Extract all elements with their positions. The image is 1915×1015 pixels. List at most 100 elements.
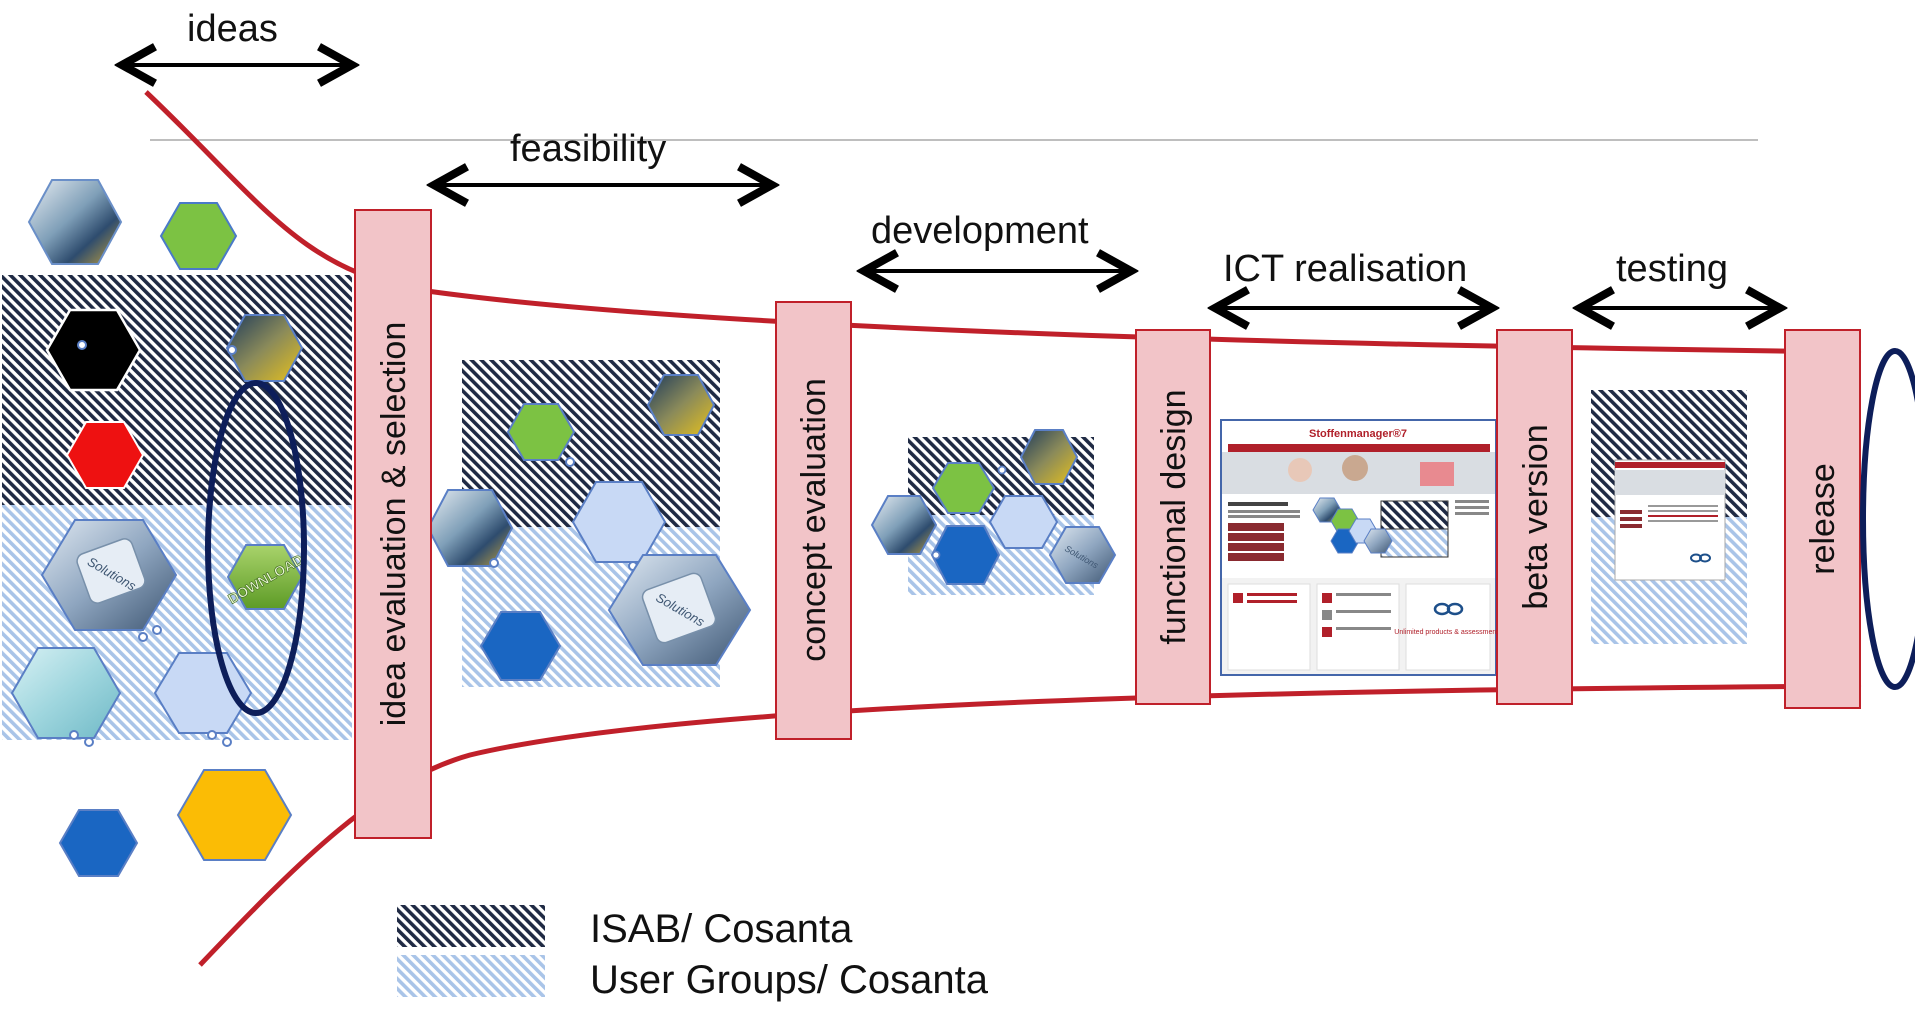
screenshot-person — [1342, 455, 1368, 481]
mini-screenshot-text — [1648, 520, 1718, 522]
screenshot-text — [1228, 502, 1288, 506]
mini-screenshot-text — [1648, 515, 1718, 517]
gate-label-idea-evaluation: idea evaluation & selection — [375, 322, 413, 727]
green-hexagon — [159, 202, 238, 270]
mini-screenshot-infinity — [1699, 553, 1711, 563]
screenshot-icon — [1322, 610, 1332, 620]
phase-label-testing: testing — [1616, 248, 1728, 290]
orange-hexagon — [176, 769, 293, 861]
screenshot-text — [1455, 506, 1489, 509]
screenshot-button — [1228, 523, 1284, 531]
screenshot-topbar — [1222, 421, 1495, 443]
connector-dot — [565, 457, 575, 467]
key-cap — [641, 572, 717, 644]
development-cluster: Solutions — [870, 429, 1117, 595]
mini-screenshot-button — [1620, 517, 1642, 521]
gate-label-functional-design: functional design — [1155, 389, 1193, 644]
isab-hatched-area — [2, 275, 352, 505]
phase-label-feasibility: feasibility — [510, 128, 667, 170]
black-hexagon — [45, 308, 142, 392]
phase-label-ideas: ideas — [187, 8, 278, 50]
connector-dot — [77, 340, 87, 350]
screenshot-text — [1247, 593, 1297, 596]
phase-arrows — [122, 65, 1780, 308]
blue-hexagon — [479, 611, 562, 681]
gates: idea evaluation & selection concept eval… — [354, 209, 1861, 839]
mini-screenshot-text — [1648, 510, 1718, 512]
solutions-hexagon — [1048, 526, 1117, 584]
connector-dot — [69, 730, 79, 740]
testing-cluster — [1591, 390, 1747, 644]
photo-hexagon-welding — [646, 374, 716, 436]
screenshot-icon — [1233, 593, 1243, 603]
water-hexagon — [10, 647, 122, 739]
legend-swatch-user-groups — [397, 955, 545, 997]
connector-dot — [222, 737, 232, 747]
screenshot-brand: Stoffenmanager®7 — [1309, 428, 1407, 440]
screenshot-text — [1455, 500, 1489, 503]
key-cap — [76, 538, 146, 604]
gate-beta-version — [1496, 329, 1573, 705]
photo-hexagon-welding — [1019, 429, 1079, 485]
green-hexagon — [506, 403, 576, 461]
ideas-cluster: DOWNLOAD Solutions — [2, 179, 352, 877]
selection-ellipse — [205, 380, 307, 716]
connector-dot — [997, 465, 1007, 475]
feasibility-cluster: Solutions — [426, 360, 752, 687]
screenshot-person — [1288, 458, 1312, 482]
mini-screenshot-nav — [1615, 462, 1725, 468]
screenshot-button — [1228, 553, 1284, 561]
lightblue-hexagon — [988, 495, 1059, 549]
screenshot-text — [1228, 515, 1300, 518]
blue-hexagon — [58, 809, 139, 877]
screenshot-equipment — [1420, 462, 1454, 486]
mini-screenshot-hero — [1615, 470, 1725, 495]
release-ellipse — [1860, 348, 1915, 690]
gate-functional-design — [1135, 329, 1211, 705]
screenshot-infinity — [1446, 602, 1464, 616]
red-hexagon — [65, 421, 145, 489]
funnel-upper-curve — [144, 90, 1862, 369]
blue-hexagon — [930, 525, 1001, 585]
phase-label-development: development — [871, 210, 1089, 252]
legend-label-isab: ISAB/ Cosanta — [590, 907, 853, 951]
connector-dot — [931, 550, 941, 560]
screenshot-text — [1336, 610, 1391, 613]
screenshot-card — [1405, 583, 1491, 671]
photo-hexagon — [870, 495, 938, 555]
screenshot-button — [1228, 543, 1284, 551]
screenshot-text — [1247, 600, 1297, 603]
gate-release — [1784, 329, 1861, 709]
screenshot-icon — [1322, 593, 1332, 603]
gate-label-release: release — [1804, 463, 1842, 575]
connector-dot — [152, 625, 162, 635]
connector-dot — [489, 558, 499, 568]
legend-label-user-groups: User Groups/ Cosanta — [590, 958, 988, 1002]
gate-concept-evaluation — [775, 301, 852, 740]
photo-hexagon — [27, 179, 123, 265]
connector-dot — [207, 730, 217, 740]
connector-dot — [84, 737, 94, 747]
funnel-lower-curve — [198, 669, 1862, 967]
connector-dot — [227, 345, 237, 355]
mini-screenshot-text — [1648, 505, 1718, 507]
screenshot-hatch-light — [1380, 528, 1449, 558]
screenshot-hatch-dark — [1380, 500, 1449, 530]
screenshot-unlimited: Unlimited products & assessments — [1394, 629, 1502, 636]
screenshot-hexagon — [1363, 528, 1393, 554]
gate-idea-evaluation — [354, 209, 432, 839]
connector-dot — [138, 632, 148, 642]
green-hexagon — [931, 462, 996, 514]
website-screenshot: Stoffenmanager®7 — [1220, 419, 1502, 676]
phase-label-ict-realisation: ICT realisation — [1223, 248, 1468, 290]
screenshot-icon — [1322, 627, 1332, 637]
screenshot-text — [1336, 593, 1391, 596]
screenshot-text — [1455, 512, 1489, 515]
lightblue-hexagon — [571, 481, 667, 563]
screenshot-nav — [1228, 444, 1490, 452]
screenshot-text — [1336, 627, 1391, 630]
legend-swatch-isab — [397, 905, 545, 947]
mini-screenshot-button — [1620, 510, 1642, 514]
